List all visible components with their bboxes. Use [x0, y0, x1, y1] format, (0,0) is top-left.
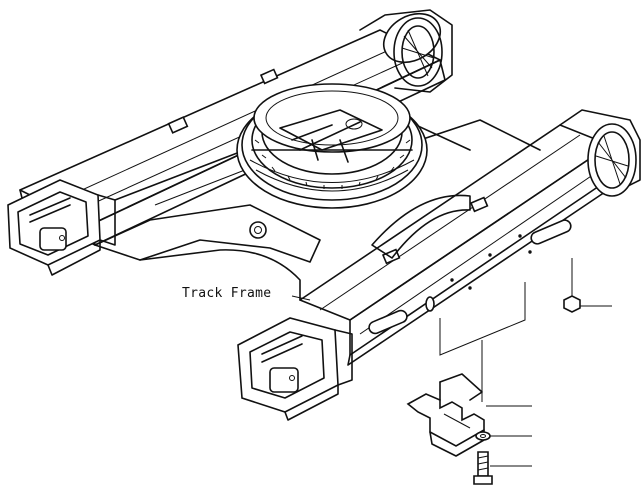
front-side-frame — [299, 109, 641, 366]
track-frame-assembly — [7, 9, 641, 421]
front-left-end-bracket — [237, 317, 353, 421]
nut — [563, 258, 612, 313]
swing-circle — [236, 83, 428, 209]
track-frame-label: Track Frame — [182, 286, 272, 301]
bolt — [473, 451, 532, 485]
rear-left-end-bracket — [7, 179, 116, 276]
guard-bracket — [406, 373, 532, 457]
guard-mount-bracket-lines — [439, 282, 526, 402]
washer — [475, 431, 532, 441]
caption-leader-line — [291, 295, 311, 301]
